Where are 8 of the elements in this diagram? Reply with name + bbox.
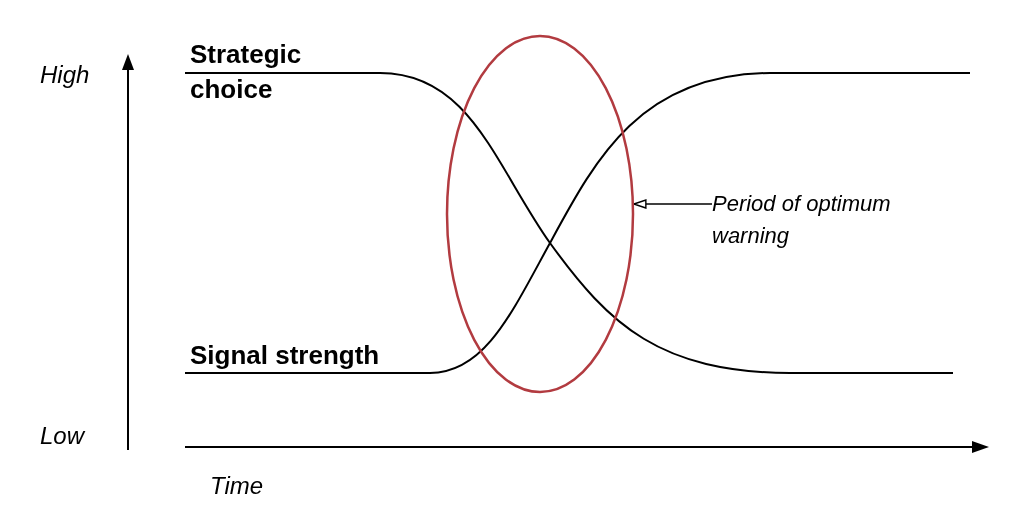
axis-title: Time (210, 472, 264, 500)
leader-arrow (633, 199, 713, 209)
curve-label: Strategic choice (190, 38, 303, 106)
axis-low-label: Low (40, 422, 85, 450)
callout-text: Period of optimum warning (712, 188, 927, 252)
highlight-ellipse (445, 34, 635, 394)
curve-label: Signal strength (190, 340, 380, 370)
axis-high-label: High (40, 61, 90, 89)
